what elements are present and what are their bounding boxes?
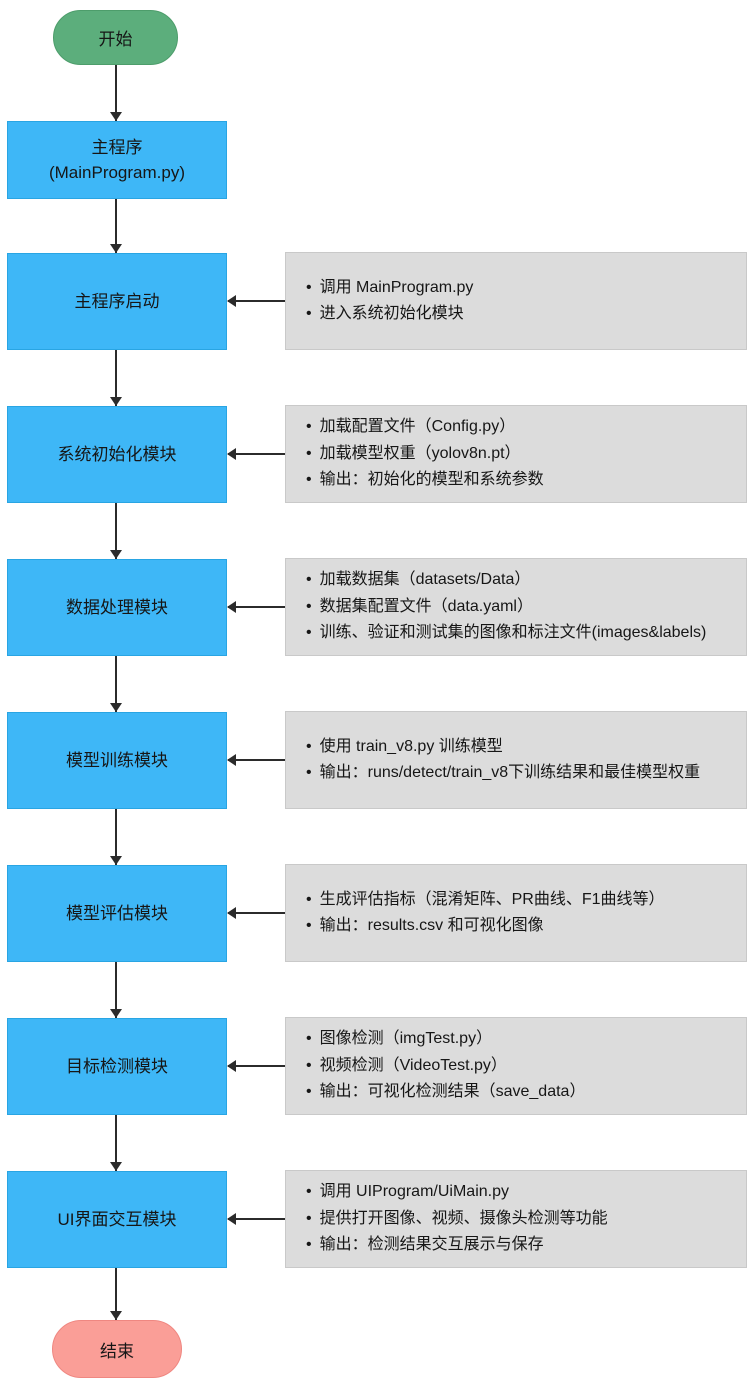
node-model-evaluation: 模型评估模块 xyxy=(7,865,227,962)
note-bullet: 输出：初始化的模型和系统参数 xyxy=(306,467,734,493)
node-label: UI界面交互模块 xyxy=(57,1209,177,1229)
node-program-launch: 主程序启动 xyxy=(7,253,227,350)
note-bullet: 输出：results.csv 和可视化图像 xyxy=(306,913,734,939)
node-ui-interaction: UI界面交互模块 xyxy=(7,1171,227,1268)
arrow-training-to-evaluation xyxy=(115,809,117,865)
node-main-program-sublabel: (MainProgram.py) xyxy=(48,163,186,182)
note-bullet: 数据集配置文件（data.yaml） xyxy=(306,594,734,620)
note-bullet: 调用 UIProgram/UiMain.py xyxy=(306,1179,734,1205)
arrow-note-to-training xyxy=(228,759,285,761)
note-bullet: 训练、验证和测试集的图像和标注文件(images&labels) xyxy=(306,620,734,646)
node-main-program: 主程序 (MainProgram.py) xyxy=(7,121,227,199)
node-label: 目标检测模块 xyxy=(66,1056,168,1076)
node-label: 数据处理模块 xyxy=(66,597,168,617)
note-model-evaluation: 生成评估指标（混淆矩阵、PR曲线、F1曲线等） 输出：results.csv 和… xyxy=(285,864,747,962)
note-bullet: 生成评估指标（混淆矩阵、PR曲线、F1曲线等） xyxy=(306,887,734,913)
node-end: 结束 xyxy=(52,1320,182,1378)
node-system-init: 系统初始化模块 xyxy=(7,406,227,503)
arrow-note-to-launch xyxy=(228,300,285,302)
arrow-init-to-data xyxy=(115,503,117,559)
arrow-note-to-detection xyxy=(228,1065,285,1067)
arrow-note-to-ui xyxy=(228,1218,285,1220)
note-bullet: 进入系统初始化模块 xyxy=(306,301,734,327)
note-bullet: 输出：runs/detect/train_v8下训练结果和最佳模型权重 xyxy=(306,760,734,786)
node-start-label: 开始 xyxy=(98,30,133,49)
note-model-training: 使用 train_v8.py 训练模型 输出：runs/detect/train… xyxy=(285,711,747,809)
arrow-launch-to-init xyxy=(115,350,117,406)
note-program-launch: 调用 MainProgram.py 进入系统初始化模块 xyxy=(285,252,747,350)
arrow-data-to-training xyxy=(115,656,117,712)
note-system-init: 加载配置文件（Config.py） 加载模型权重（yolov8n.pt） 输出：… xyxy=(285,405,747,503)
arrow-main-to-launch xyxy=(115,199,117,253)
note-bullet: 图像检测（imgTest.py） xyxy=(306,1026,734,1052)
note-ui-interaction: 调用 UIProgram/UiMain.py 提供打开图像、视频、摄像头检测等功… xyxy=(285,1170,747,1268)
note-bullet: 提供打开图像、视频、摄像头检测等功能 xyxy=(306,1206,734,1232)
arrow-note-to-evaluation xyxy=(228,912,285,914)
arrow-detection-to-ui xyxy=(115,1115,117,1171)
note-object-detection: 图像检测（imgTest.py） 视频检测（VideoTest.py） 输出：可… xyxy=(285,1017,747,1115)
node-object-detection: 目标检测模块 xyxy=(7,1018,227,1115)
node-label: 系统初始化模块 xyxy=(57,444,177,464)
arrow-evaluation-to-detection xyxy=(115,962,117,1018)
node-label: 模型评估模块 xyxy=(66,903,168,923)
node-end-label: 结束 xyxy=(100,1341,134,1361)
note-bullet: 加载模型权重（yolov8n.pt） xyxy=(306,441,734,467)
arrow-note-to-init xyxy=(228,453,285,455)
node-main-program-label: 主程序 xyxy=(91,137,143,157)
note-bullet: 调用 MainProgram.py xyxy=(306,275,734,301)
node-model-training: 模型训练模块 xyxy=(7,712,227,809)
note-data-processing: 加载数据集（datasets/Data） 数据集配置文件（data.yaml） … xyxy=(285,558,747,656)
arrow-note-to-data xyxy=(228,606,285,608)
note-bullet: 输出：可视化检测结果（save_data） xyxy=(306,1079,734,1105)
arrow-ui-to-end xyxy=(115,1268,117,1320)
node-label: 模型训练模块 xyxy=(66,750,168,770)
node-start: 开始 xyxy=(53,10,178,65)
note-bullet: 加载配置文件（Config.py） xyxy=(306,414,734,440)
node-label: 主程序启动 xyxy=(74,291,160,311)
note-bullet: 输出：检测结果交互展示与保存 xyxy=(306,1232,734,1258)
note-bullet: 使用 train_v8.py 训练模型 xyxy=(306,734,734,760)
arrow-start-to-main xyxy=(115,65,117,121)
note-bullet: 视频检测（VideoTest.py） xyxy=(306,1053,734,1079)
node-data-processing: 数据处理模块 xyxy=(7,559,227,656)
note-bullet: 加载数据集（datasets/Data） xyxy=(306,567,734,593)
